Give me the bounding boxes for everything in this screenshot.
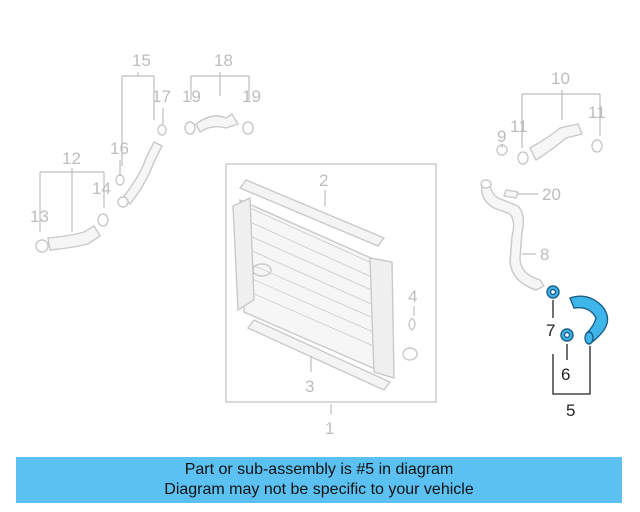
left-hose-group [35, 113, 254, 253]
callout-6: 6 [561, 365, 570, 384]
leader-lines-highlight [552, 300, 591, 395]
banner-line-1: Part or sub-assembly is #5 in diagram [184, 461, 454, 478]
callout-14: 14 [92, 179, 111, 198]
callout-2: 2 [319, 171, 328, 190]
callout-9: 9 [497, 127, 506, 146]
right-hose-group [480, 123, 603, 291]
callout-12: 12 [62, 149, 81, 168]
highlighted-hose-group [546, 285, 609, 345]
callout-1: 1 [325, 419, 334, 438]
intercooler-assembly [225, 163, 437, 403]
callout-3: 3 [305, 377, 314, 396]
callout-19-left: 19 [182, 87, 201, 106]
callout-11-left: 11 [510, 117, 528, 136]
leader-lines-gray [39, 72, 601, 414]
intercooler-frame-box [225, 163, 437, 403]
callout-18: 18 [214, 51, 233, 70]
callout-10: 10 [551, 69, 570, 88]
callout-labels: 15 18 17 19 19 16 12 14 13 10 11 11 9 20… [30, 51, 606, 438]
hose-end-ring [584, 331, 594, 345]
callout-5: 5 [566, 401, 575, 420]
callout-15: 15 [132, 51, 151, 70]
info-banner: Part or sub-assembly is #5 in diagram Di… [16, 457, 622, 503]
charge-air-hose [569, 295, 609, 343]
callout-16: 16 [110, 139, 129, 158]
callout-13: 13 [30, 207, 49, 226]
callout-11-right: 11 [588, 103, 606, 122]
callout-20: 20 [542, 185, 561, 204]
callout-8: 8 [540, 245, 549, 264]
banner-line-2: Diagram may not be specific to your vehi… [164, 481, 474, 498]
parts-diagram: 15 18 17 19 19 16 12 14 13 10 11 11 9 20… [30, 51, 609, 438]
callout-17: 17 [152, 87, 171, 106]
callout-7: 7 [546, 321, 555, 340]
callout-4: 4 [408, 287, 417, 306]
callout-19-right: 19 [242, 87, 261, 106]
